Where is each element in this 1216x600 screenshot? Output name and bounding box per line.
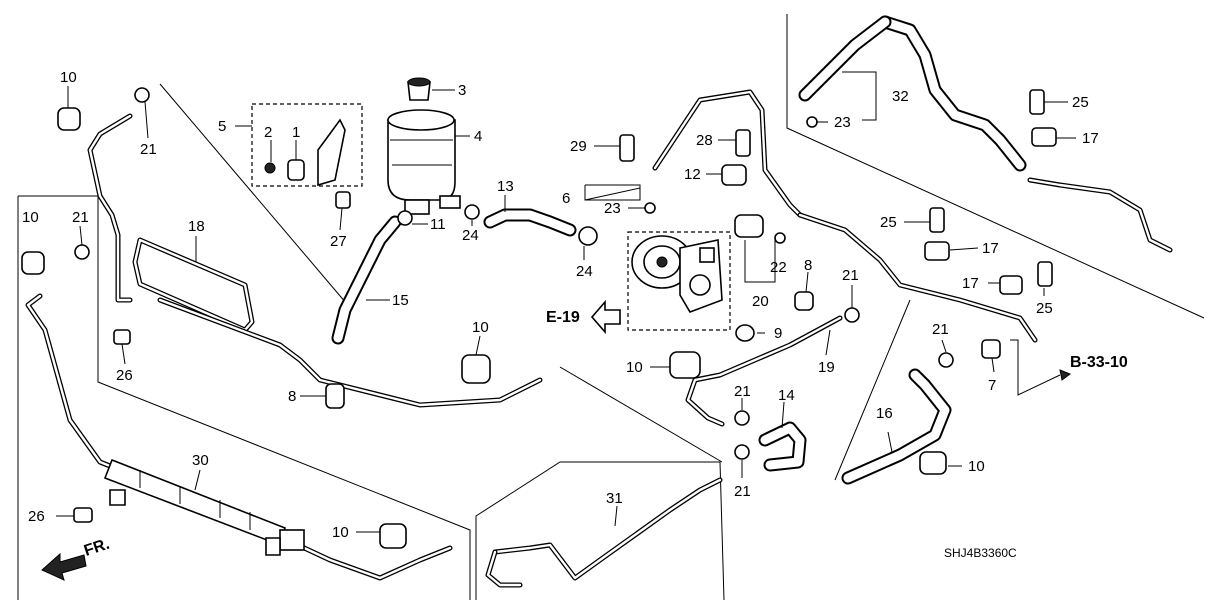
section-divider-lines — [17, 14, 1205, 600]
callout-13: 13 — [497, 178, 514, 195]
small-parts — [21, 87, 1057, 549]
callout-23: 23 — [604, 200, 621, 217]
callout-21: 21 — [140, 141, 157, 158]
callout-6: 6 — [562, 190, 570, 207]
callout-23: 23 — [834, 114, 851, 131]
callout-19: 19 — [818, 359, 835, 376]
e19-arrow-icon — [590, 299, 621, 335]
front-marker-label: FR. — [82, 536, 112, 560]
callout-28: 28 — [696, 132, 713, 149]
callout-17: 17 — [982, 240, 999, 257]
callout-25: 25 — [1072, 94, 1089, 111]
callout-4: 4 — [474, 128, 482, 145]
callout-21: 21 — [932, 321, 949, 338]
callout-10: 10 — [626, 359, 643, 376]
leader-lines — [56, 71, 1076, 533]
callout-20: 20 — [752, 293, 769, 310]
callout-8: 8 — [804, 257, 812, 274]
callout-10: 10 — [332, 524, 349, 541]
front-direction-arrow-icon — [41, 552, 87, 581]
callout-22: 22 — [770, 259, 787, 276]
reservoir-cap — [407, 77, 431, 101]
callout-25: 25 — [1036, 300, 1053, 317]
callout-21: 21 — [734, 483, 751, 500]
callout-8: 8 — [288, 388, 296, 405]
b3310-arrow-icon — [1059, 369, 1072, 381]
callout-15: 15 — [392, 292, 409, 309]
steering-gearbox — [103, 458, 305, 556]
callout-7: 7 — [988, 377, 996, 394]
callout-29: 29 — [570, 138, 587, 155]
control-valve — [734, 214, 786, 244]
callout-21: 21 — [72, 209, 89, 226]
callout-30: 30 — [192, 452, 209, 469]
callout-21: 21 — [734, 383, 751, 400]
bracket-subassembly-box — [251, 103, 363, 187]
callout-24: 24 — [576, 263, 593, 280]
callout-26: 26 — [28, 508, 45, 525]
callout-3: 3 — [458, 82, 466, 99]
callout-5: 5 — [218, 118, 226, 135]
callout-32: 32 — [892, 88, 909, 105]
ref-b3310-label: B-33-10 — [1070, 354, 1128, 371]
hoses — [331, 15, 1027, 485]
callout-10: 10 — [472, 319, 489, 336]
callout-21: 21 — [842, 267, 859, 284]
bracket-parts — [264, 118, 346, 187]
catalog-code: SHJ4B3360C — [944, 546, 1017, 560]
callout-10: 10 — [22, 209, 39, 226]
callout-18: 18 — [188, 218, 205, 235]
callout-10: 10 — [60, 69, 77, 86]
callout-31: 31 — [606, 490, 623, 507]
callout-16: 16 — [876, 405, 893, 422]
callout-1: 1 — [292, 124, 300, 141]
callout-25: 25 — [880, 214, 897, 231]
callout-14: 14 — [778, 387, 795, 404]
callout-9: 9 — [774, 325, 782, 342]
callout-27: 27 — [330, 233, 347, 250]
callout-11: 11 — [430, 216, 446, 233]
callout-26: 26 — [116, 367, 133, 384]
callout-10: 10 — [968, 458, 985, 475]
ref-e19-label: E-19 — [546, 309, 580, 326]
callout-2: 2 — [264, 124, 272, 141]
pump-subassembly-box — [627, 231, 731, 331]
callout-12: 12 — [684, 166, 701, 183]
callout-labels: 10 21 5 2 1 3 4 27 11 24 13 15 18 10 21 … — [22, 69, 1099, 541]
callout-24: 24 — [462, 227, 479, 244]
reservoir-tank — [387, 109, 461, 215]
callout-17: 17 — [1082, 130, 1099, 147]
callout-17: 17 — [962, 275, 979, 292]
pipes — [25, 89, 1173, 588]
power-steering-pump — [631, 235, 723, 313]
